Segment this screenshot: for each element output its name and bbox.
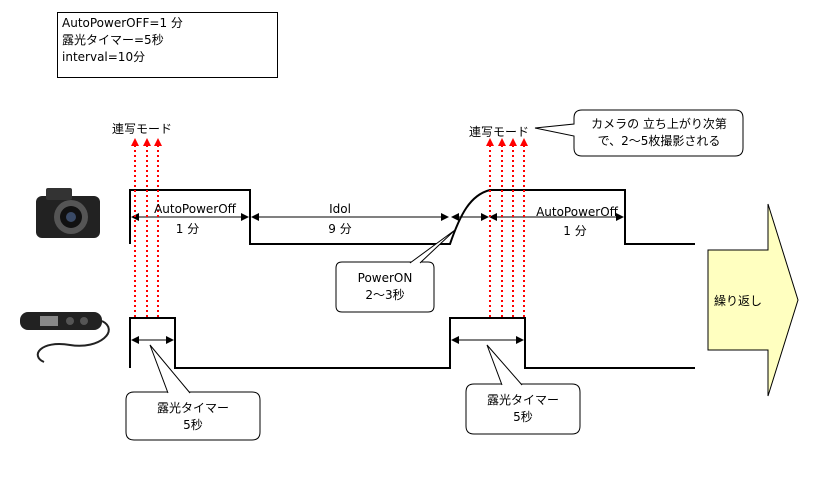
power-on-callout <box>335 261 435 313</box>
remote-signal-line <box>129 317 695 369</box>
timer-left-line1: 露光タイマー <box>156 401 229 415</box>
trigger-lines-left <box>134 145 159 318</box>
settings-auto-power-off: AutoPowerOFF=1 分 <box>62 16 183 30</box>
settings-interval: interval=10分 <box>62 50 146 64</box>
dslr-camera-icon <box>36 188 100 238</box>
burst-note-line1: カメラの 立ち上がり次第 <box>591 117 727 131</box>
auto-power-off-duration-1: 1 分 <box>175 222 200 236</box>
burst-note-line2: で、2～5枚撮影される <box>597 134 721 148</box>
auto-power-off-label-2: AutoPowerOff <box>536 205 618 219</box>
repeat-arrow <box>707 203 799 397</box>
idol-duration: 9 分 <box>328 222 352 236</box>
timer-right-line2: 5秒 <box>513 410 533 424</box>
timer-right-line1: 露光タイマー <box>486 393 559 407</box>
timer-right-text: 露光タイマー 5秒 <box>466 392 580 426</box>
burst-note-text: カメラの 立ち上がり次第 で、2～5枚撮影される <box>578 116 740 150</box>
timer-left-line2: 5秒 <box>183 418 203 432</box>
trigger-lines-right <box>489 145 525 318</box>
power-on-line1: PowerON <box>357 271 413 285</box>
auto-power-off-duration-2: 1 分 <box>563 224 587 238</box>
timer-left-text: 露光タイマー 5秒 <box>126 400 260 434</box>
settings-box: AutoPowerOFF=1 分 露光タイマー=5秒 interval=10分 <box>57 12 278 78</box>
repeat-label: 繰り返し <box>713 294 762 308</box>
burst-mode-label-left: 連写モード <box>112 122 173 136</box>
settings-exposure-timer: 露光タイマー=5秒 <box>62 33 164 47</box>
power-on-text: PowerON 2～3秒 <box>336 270 434 304</box>
auto-power-off-label-1: AutoPowerOff <box>154 202 236 216</box>
burst-mode-label-right: 連写モード <box>469 125 530 139</box>
burst-note-callout <box>534 109 744 157</box>
timer-right-callout <box>465 383 581 435</box>
power-on-line2: 2～3秒 <box>365 288 405 302</box>
idol-label: Idol <box>329 202 351 216</box>
remote-timer-icon <box>20 312 110 363</box>
timer-left-callout <box>125 391 261 441</box>
